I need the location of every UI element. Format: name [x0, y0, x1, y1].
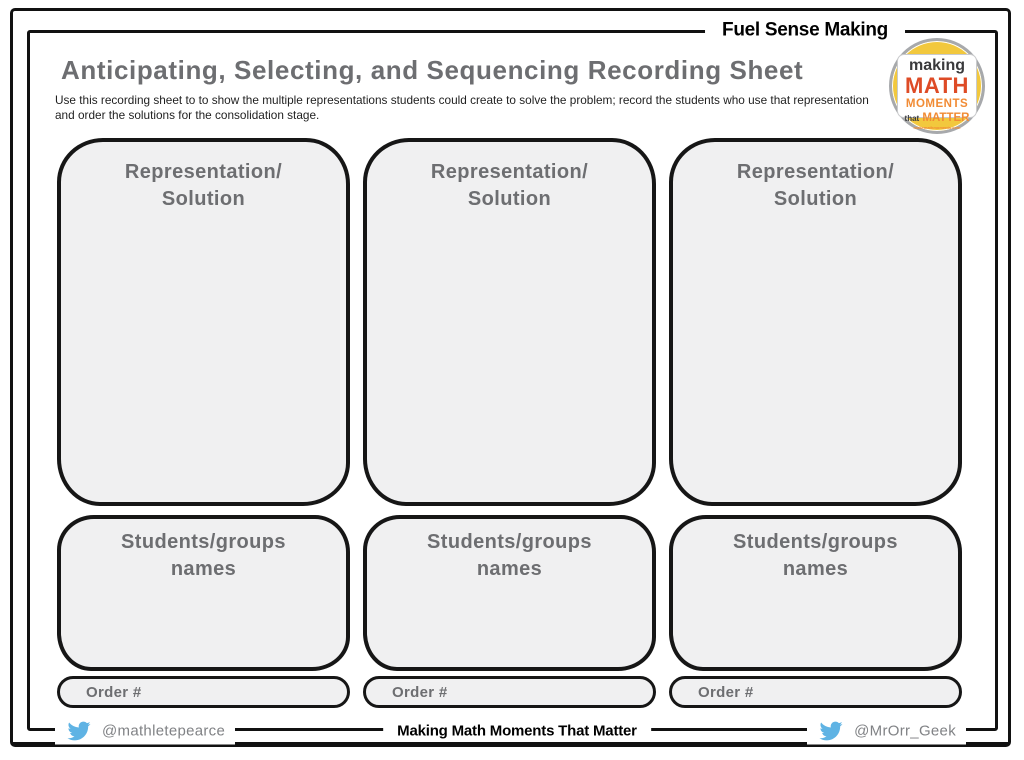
order-field-1[interactable]: Order #: [57, 676, 350, 708]
representation-box-3[interactable]: Representation/ Solution: [669, 138, 962, 506]
logo-word-matter: MATTER: [922, 111, 970, 124]
representation-title-line1: Representation/: [430, 161, 589, 183]
students-box-2[interactable]: Students/groups names: [363, 515, 656, 671]
page-outer-border: [10, 8, 1011, 747]
making-math-moments-logo: making MATH MOMENTS that MATTER makemath…: [889, 38, 985, 134]
logo-word-that-matter: that MATTER: [898, 111, 976, 125]
page-description: Use this recording sheet to to show the …: [55, 93, 869, 122]
footer-twitter-left[interactable]: @mathletepearce: [55, 717, 236, 745]
order-label: Order #: [698, 683, 754, 701]
representation-box-1[interactable]: Representation/ Solution: [57, 138, 350, 506]
students-box-1[interactable]: Students/groups names: [57, 515, 350, 671]
students-box-3[interactable]: Students/groups names: [669, 515, 962, 671]
students-box-title: Students/groups names: [61, 529, 346, 583]
representation-title-line2: Solution: [467, 188, 552, 210]
column-2: Representation/ Solution Students/groups…: [363, 138, 656, 708]
students-title-line2: names: [782, 558, 849, 580]
representation-box-title: Representation/ Solution: [61, 159, 346, 213]
students-title-line2: names: [170, 558, 237, 580]
students-box-title: Students/groups names: [673, 529, 958, 583]
column-1: Representation/ Solution Students/groups…: [57, 138, 350, 708]
twitter-handle-left: @mathletepearce: [102, 722, 226, 740]
logo-word-making: making: [908, 57, 965, 74]
logo-word-moments: MOMENTS: [905, 98, 969, 110]
column-3: Representation/ Solution Students/groups…: [669, 138, 962, 708]
representation-box-2[interactable]: Representation/ Solution: [363, 138, 656, 506]
order-label: Order #: [392, 683, 448, 701]
footer-twitter-right[interactable]: @MrOrr_Geek: [807, 717, 966, 745]
logo-text-panel: making MATH MOMENTS that MATTER makemath…: [897, 54, 977, 130]
page-title: Anticipating, Selecting, and Sequencing …: [61, 55, 804, 85]
students-title-line2: names: [476, 558, 543, 580]
order-field-3[interactable]: Order #: [669, 676, 962, 708]
students-title-line1: Students/groups: [121, 531, 286, 553]
logo-word-that: that: [904, 113, 920, 123]
top-banner-label: Fuel Sense Making: [705, 17, 905, 44]
students-title-line1: Students/groups: [733, 531, 898, 553]
twitter-handle-right: @MrOrr_Geek: [854, 722, 956, 740]
logo-word-math: MATH: [905, 73, 969, 98]
footer-center-label: Making Math Moments That Matter: [383, 720, 651, 742]
representation-title-line2: Solution: [773, 188, 858, 210]
twitter-bird-icon: [67, 721, 91, 741]
order-field-2[interactable]: Order #: [363, 676, 656, 708]
representation-title-line1: Representation/: [124, 161, 283, 183]
representation-box-title: Representation/ Solution: [367, 159, 652, 213]
logo-url: makemathmoments.com: [913, 125, 961, 130]
students-title-line1: Students/groups: [427, 531, 592, 553]
representation-box-title: Representation/ Solution: [673, 159, 958, 213]
worksheet-columns: Representation/ Solution Students/groups…: [57, 138, 962, 708]
representation-title-line1: Representation/: [736, 161, 895, 183]
students-box-title: Students/groups names: [367, 529, 652, 583]
logo-circle: making MATH MOMENTS that MATTER makemath…: [889, 38, 985, 134]
representation-title-line2: Solution: [161, 188, 246, 210]
order-label: Order #: [86, 683, 142, 701]
twitter-bird-icon: [819, 721, 843, 741]
